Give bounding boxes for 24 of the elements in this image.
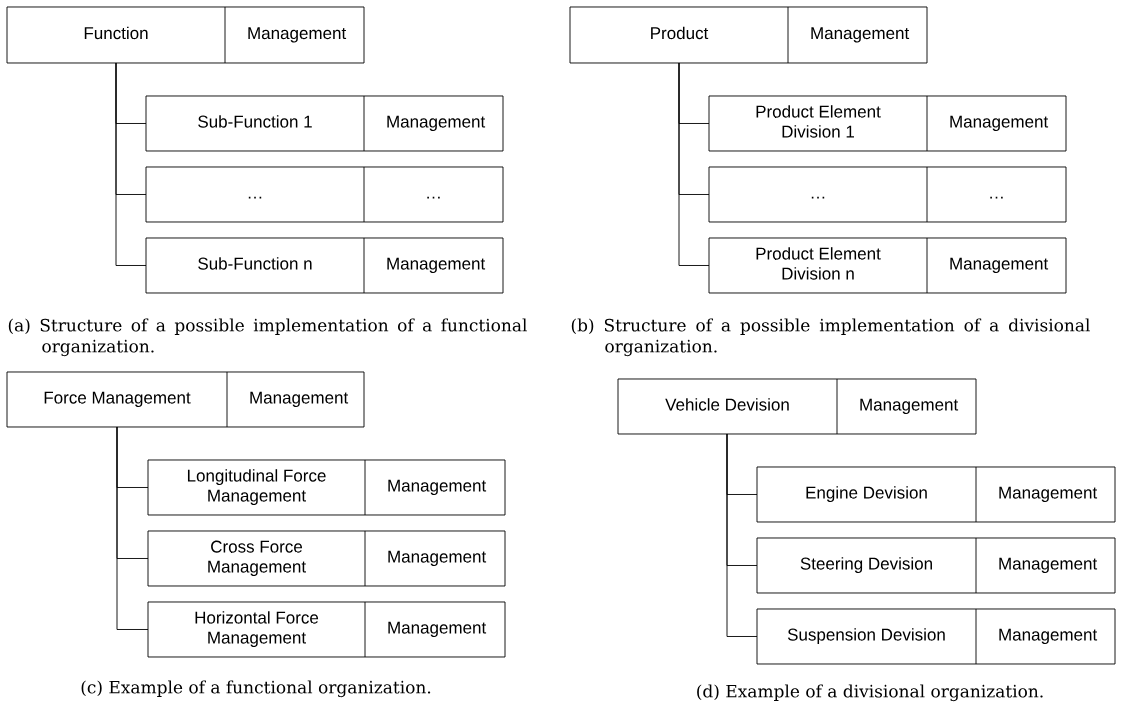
figure-caption: (d) Example of a divisional organization. <box>697 684 1043 702</box>
figure-caption: (a) Structure of a possible implementation of a functional organization. <box>8 318 527 357</box>
figure-caption: (c) Example of a functional organization. <box>81 680 431 698</box>
org-unit-box: Sub-Function n Management <box>145 237 504 294</box>
figure-caption: (b) Structure of a possible implementation of a divisional organization. <box>571 318 1090 357</box>
org-unit-box: Force Management Management <box>6 371 365 428</box>
org-unit-box: Product Management <box>569 6 928 64</box>
org-unit-box: Engine Devision Management <box>756 466 1116 523</box>
org-unit-box: Suspension Devision Management <box>756 608 1116 665</box>
org-unit-box: Longitudinal Force Management Management <box>147 459 506 516</box>
connector-line <box>678 62 710 266</box>
connector-line <box>115 62 147 266</box>
org-unit-box: Horizontal Force Management Management <box>147 601 506 658</box>
org-unit-box: … … <box>145 166 504 223</box>
org-unit-box: Function Management <box>6 6 365 64</box>
org-unit-box: Product Element Division n Management <box>708 237 1067 294</box>
org-unit-box: Vehicle Devision Management <box>617 378 977 435</box>
org-unit-box: Steering Devision Management <box>756 537 1116 594</box>
org-unit-box: Sub-Function 1 Management <box>145 95 504 152</box>
org-unit-box: Product Element Division 1 Management <box>708 95 1067 152</box>
org-unit-box: Cross Force Management Management <box>147 530 506 587</box>
org-unit-box: … … <box>708 166 1067 223</box>
connector-line <box>116 426 149 630</box>
connector-line <box>726 433 758 637</box>
